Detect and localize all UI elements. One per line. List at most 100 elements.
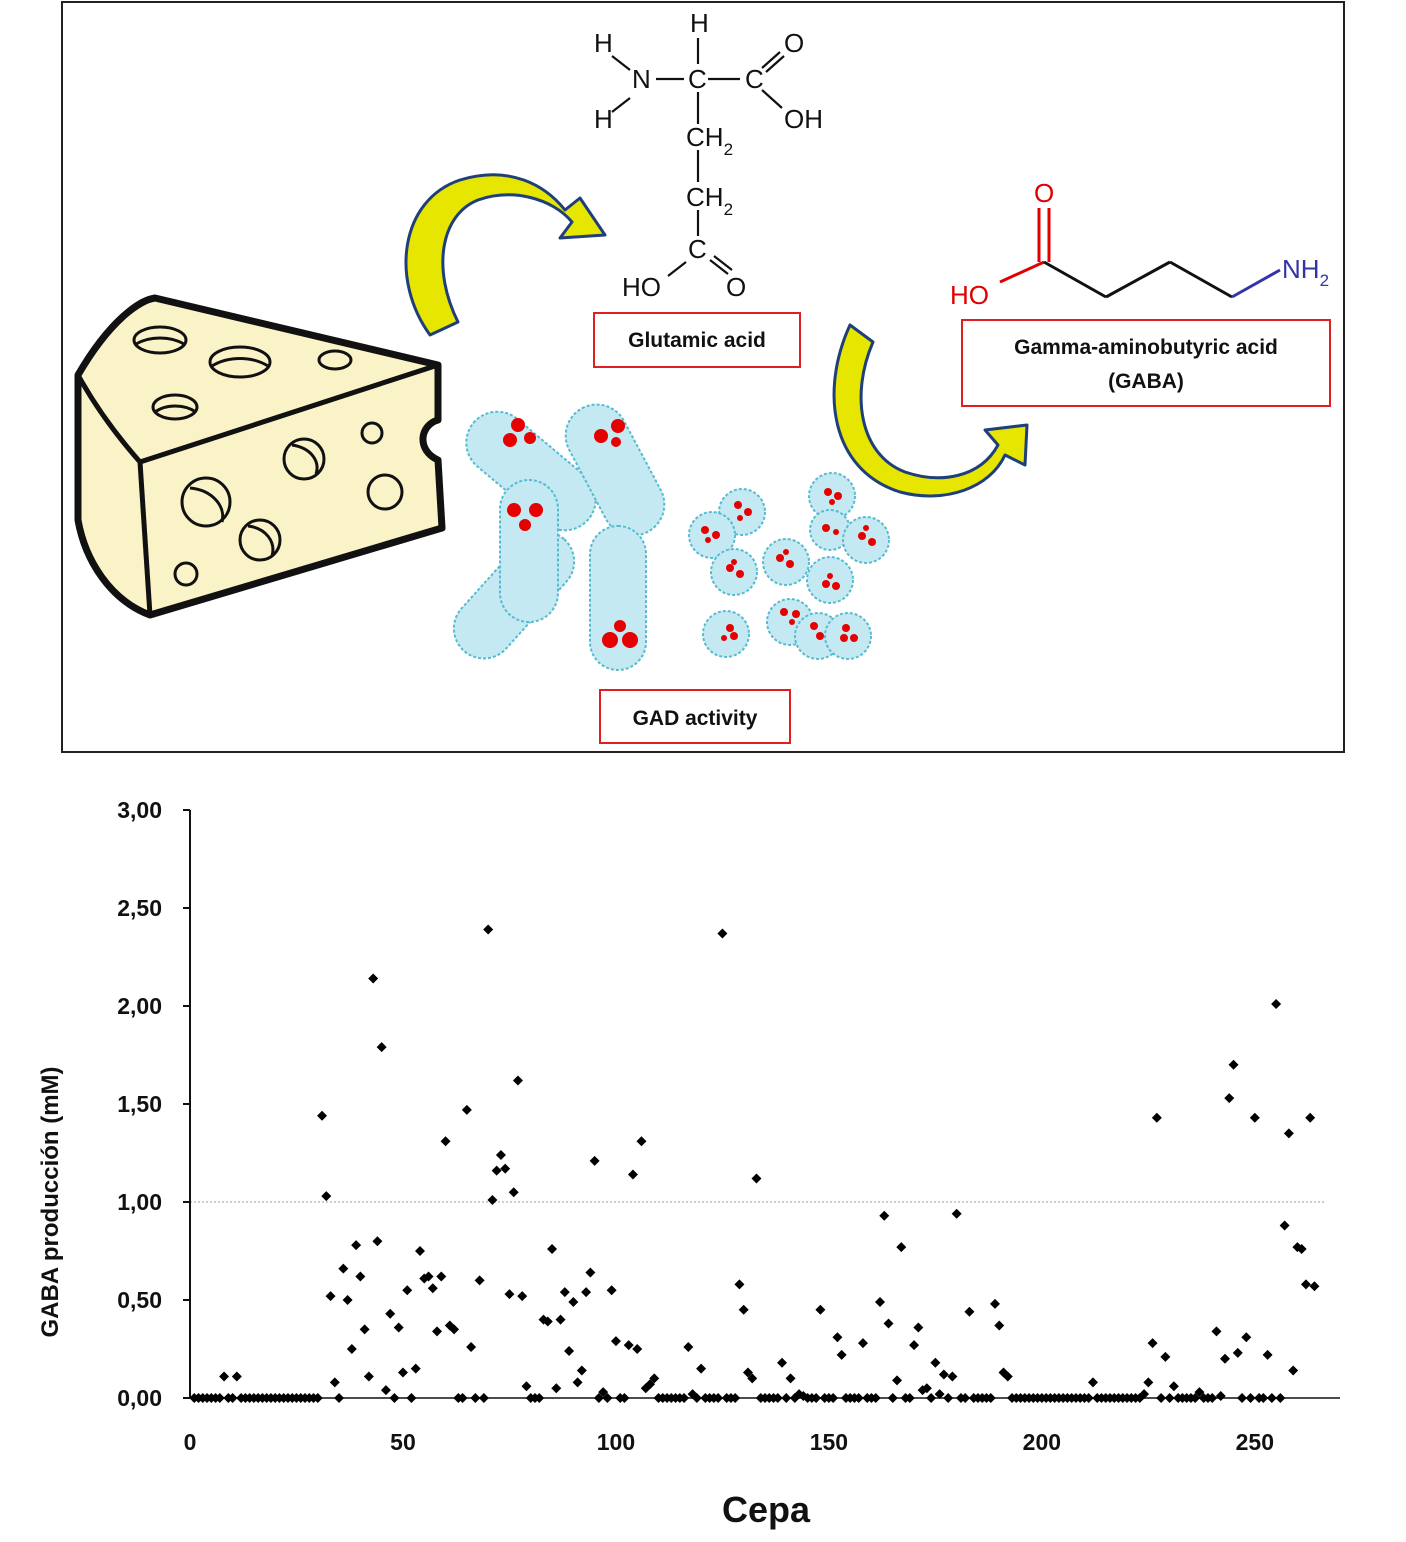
gaba-structure: O HO NH2 [950,178,1329,310]
arrow-cheese-to-glutamic [404,173,607,337]
x-tick-label: 50 [390,1429,416,1455]
data-point [593,1393,604,1403]
atom-c-bottom: C [688,234,707,264]
data-point [832,1332,843,1343]
data-point [1309,1281,1320,1292]
data-point [794,1389,805,1400]
data-point [815,1304,826,1315]
data-point [376,1042,387,1053]
data-point [717,928,728,939]
data-point [887,1393,898,1403]
data-point [1160,1351,1171,1362]
data-point [994,1320,1005,1331]
ch2-group-b: CH2 [686,182,733,219]
data-point [1215,1391,1226,1402]
data-point [440,1136,451,1147]
data-point [406,1393,417,1403]
glutamic-acid-structure: H H N H C C O OH CH2 CH2 C HO O [594,8,823,302]
atom-o-bottom: O [726,272,746,302]
label-glutamic-acid: Glutamic acid [593,312,801,368]
data-point [679,1393,690,1403]
data-point [879,1210,890,1221]
data-point [555,1314,566,1325]
data-point [334,1393,345,1403]
data-point [372,1236,383,1247]
data-point [385,1308,396,1319]
data-point [904,1393,915,1403]
data-point [947,1371,958,1382]
data-point [491,1165,502,1176]
data-point [627,1169,638,1180]
data-point [930,1357,941,1368]
data-point [415,1246,425,1256]
atom-nh2: NH2 [1282,254,1329,290]
y-tick-label: 1,50 [117,1091,162,1117]
atom-ho: HO [950,280,989,310]
data-point [938,1369,949,1380]
coccus-bacterium [702,610,750,658]
data-point [598,1387,609,1398]
ch2-group-a: CH2 [686,122,733,159]
data-point [517,1291,528,1302]
data-point [474,1275,485,1286]
atom-h-left-top: H [594,28,613,58]
data-point [1237,1393,1248,1403]
data-point [1296,1244,1307,1255]
data-point [397,1367,408,1378]
data-point [568,1296,579,1307]
rod-bacteria-group [452,403,666,671]
y-tick-label: 2,00 [117,993,162,1019]
data-point [466,1342,477,1353]
data-point [640,1383,651,1394]
data-point [329,1377,340,1388]
data-point [1143,1377,1154,1388]
data-point [1164,1393,1175,1403]
data-point [798,1391,809,1402]
data-point [964,1306,975,1317]
gaba-pathway-diagram: H H N H C C O OH CH2 CH2 C HO O [61,1,1345,753]
data-point [368,973,379,984]
data-point [1300,1279,1311,1290]
data-point [1288,1365,1299,1376]
data-point [853,1393,864,1403]
data-point [338,1263,349,1274]
data-point [811,1393,822,1403]
data-point [449,1324,460,1335]
atom-o: O [1034,178,1054,208]
coccus-bacterium [824,612,872,660]
atom-c-carboxyl: C [745,64,764,94]
data-point [713,1393,724,1403]
data-point [1241,1332,1252,1343]
atom-oh-right: OH [784,104,823,134]
data-point [985,1393,996,1403]
data-point [1262,1349,1273,1360]
data-point [696,1363,707,1374]
data-points [189,924,1320,1403]
data-point [1168,1381,1179,1392]
data-point [355,1271,366,1282]
data-point [393,1322,404,1333]
data-point [342,1295,353,1305]
data-point [389,1393,400,1403]
coccus-bacterium [710,548,758,596]
data-point [943,1393,954,1403]
data-point [1211,1326,1222,1337]
data-point [483,924,494,935]
data-point [1224,1093,1235,1104]
data-point [623,1340,634,1351]
data-point [785,1373,796,1384]
data-point [432,1326,443,1337]
svg-text:GAD activity: GAD activity [633,707,758,730]
data-point [1232,1347,1243,1358]
data-point [572,1377,583,1388]
data-point [1228,1059,1239,1070]
data-point [581,1287,592,1298]
x-tick-label: 150 [810,1429,848,1455]
data-point [508,1187,519,1198]
x-tick-label: 200 [1023,1429,1061,1455]
data-point [410,1363,421,1374]
rod-bacterium [499,479,559,623]
data-point [883,1318,894,1329]
x-axis-label: Cepa [722,1489,811,1530]
data-point [436,1271,447,1282]
